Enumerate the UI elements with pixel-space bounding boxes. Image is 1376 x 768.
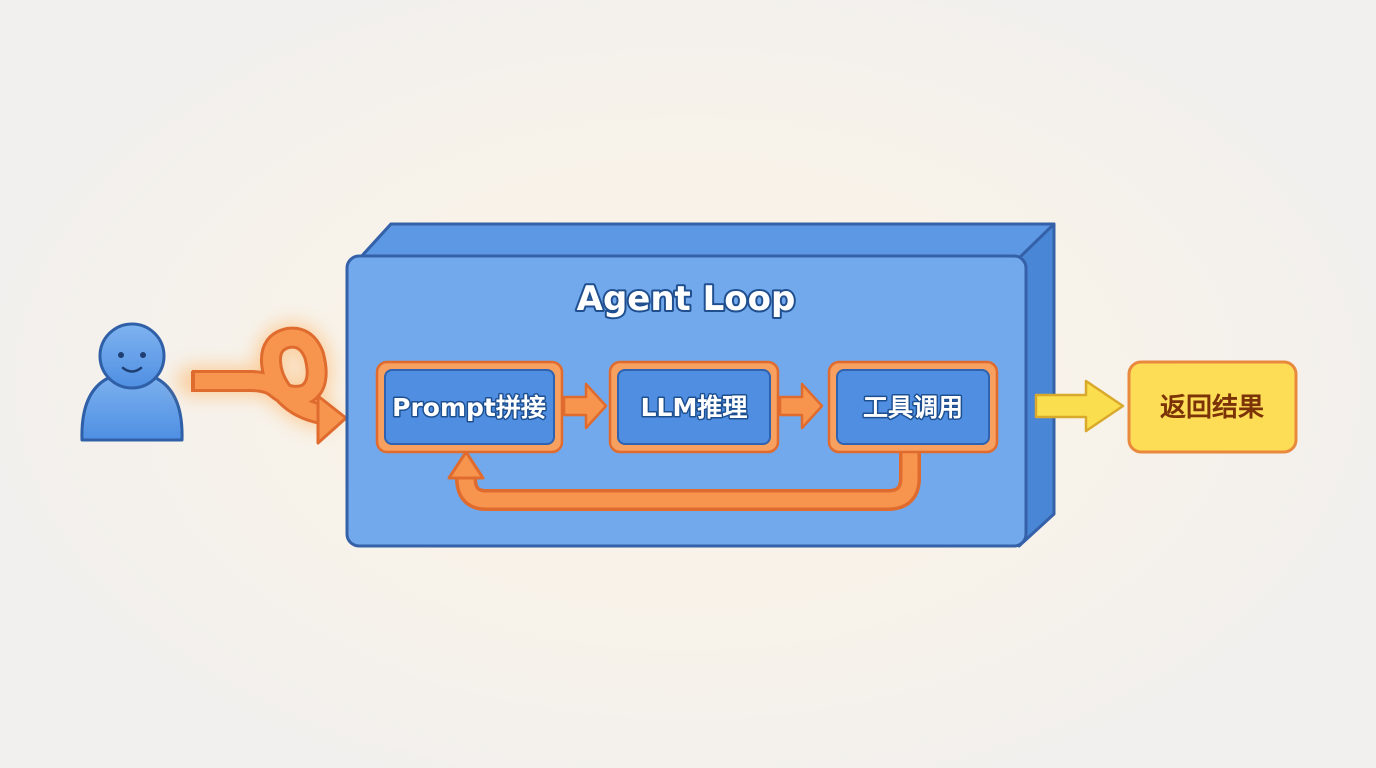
user-icon <box>80 322 184 442</box>
output-arrow <box>1034 379 1125 433</box>
step-tool-call: 工具调用 <box>827 360 999 454</box>
feedback-loop-arrow <box>447 450 921 511</box>
step-prompt-concat: Prompt拼接 <box>375 360 564 454</box>
result-box: 返回结果 <box>1127 360 1298 454</box>
input-curl-arrow <box>177 322 348 445</box>
step-label: Prompt拼接 <box>392 393 546 422</box>
flow-arrow <box>562 382 608 430</box>
flow-arrow <box>778 382 824 430</box>
result-label: 返回结果 <box>1160 393 1264 423</box>
agent-loop-title: Agent Loop <box>577 279 796 319</box>
step-label: 工具调用 <box>863 393 963 422</box>
step-llm-reasoning: LLM推理 <box>608 360 780 454</box>
step-label: LLM推理 <box>641 393 748 422</box>
